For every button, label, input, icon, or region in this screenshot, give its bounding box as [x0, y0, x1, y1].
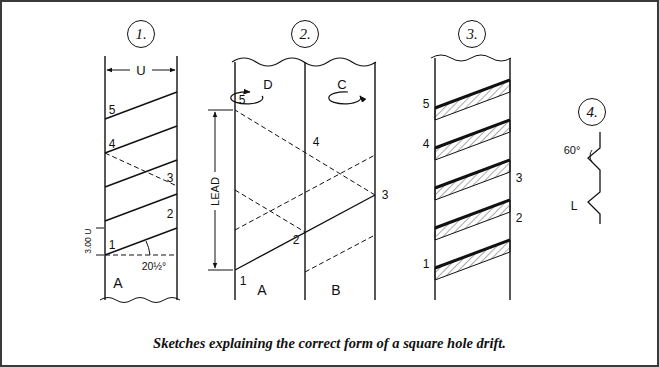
point-number: 2	[516, 212, 523, 224]
part-letter: L	[571, 200, 578, 212]
point-number: 5	[109, 104, 116, 116]
rotation-label: D	[263, 78, 272, 91]
sketch-number: 4.	[586, 104, 597, 121]
figure-caption: Sketches explaining the correct form of …	[153, 335, 506, 352]
angle-label: 60°	[564, 145, 581, 156]
sketch-number-circle: 3.	[458, 20, 486, 48]
rotation-label: C	[337, 78, 346, 91]
point-number: 3	[167, 172, 174, 184]
point-number: 1	[109, 239, 116, 251]
point-number: 4	[109, 138, 116, 150]
point-number: 3	[382, 189, 389, 201]
sketch-number: 2.	[299, 26, 310, 43]
sketch-number: 1.	[135, 26, 146, 43]
point-number: 3	[516, 172, 523, 184]
point-number: 5	[423, 98, 430, 110]
dimension-label: 3.00 U	[85, 227, 94, 254]
part-letter: B	[331, 283, 340, 297]
part-letter: A	[257, 283, 266, 297]
point-number: 4	[423, 138, 430, 150]
sketch-number: 3.	[466, 26, 477, 43]
point-number: 1	[423, 258, 430, 270]
point-number: 4	[313, 136, 320, 148]
sketch-number-circle: 2.	[291, 20, 319, 48]
point-number: 2	[293, 234, 300, 246]
point-number: 2	[167, 208, 174, 220]
angle-label: 20½°	[141, 261, 168, 272]
part-letter: A	[113, 276, 122, 290]
dimension-label: U	[135, 64, 146, 77]
dimension-label: LEAD	[210, 176, 221, 207]
point-number: 1	[240, 275, 247, 287]
point-number: 5	[239, 94, 246, 106]
sketch-number-circle: 1.	[127, 20, 155, 48]
sketch-number-circle: 4.	[578, 98, 606, 126]
